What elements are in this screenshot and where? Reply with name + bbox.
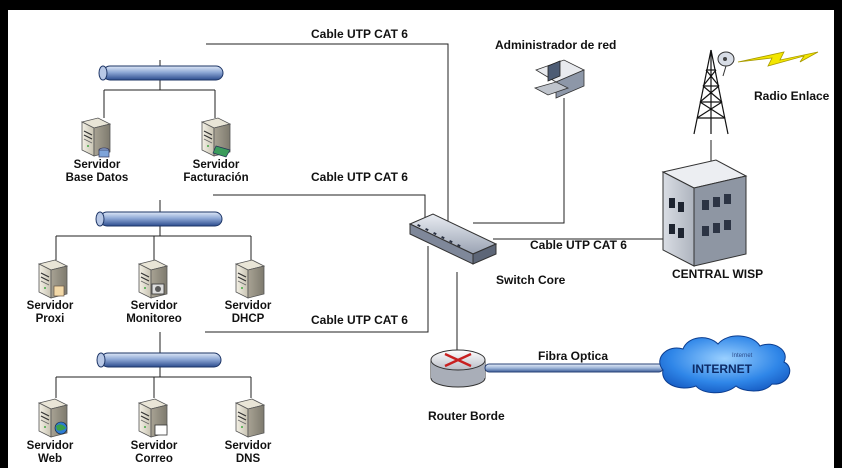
cable-label-bottom: Cable UTP CAT 6 bbox=[311, 313, 408, 327]
server-base-datos-icon bbox=[81, 117, 111, 158]
connection-lines bbox=[205, 43, 712, 350]
central-wisp-building-icon bbox=[661, 159, 748, 267]
server-dns-icon bbox=[235, 398, 265, 438]
server-dns-label: Servidor DNS bbox=[224, 440, 272, 465]
radio-tower-icon bbox=[693, 49, 729, 135]
switch-core-label: Switch Core bbox=[496, 273, 566, 287]
server-monitoreo-icon bbox=[138, 259, 168, 299]
pipe-bottom bbox=[55, 332, 252, 398]
server-facturacion-label: Servidor Facturación bbox=[183, 159, 249, 184]
fiber-label: Fibra Optica bbox=[538, 349, 609, 363]
cable-label-middle: Cable UTP CAT 6 bbox=[311, 170, 408, 184]
router-borde-icon bbox=[430, 349, 486, 388]
server-monitoreo-label: Servidor Monitoreo bbox=[126, 300, 182, 325]
server-correo-icon bbox=[138, 398, 168, 438]
admin-label: Administrador de red bbox=[495, 38, 617, 52]
router-borde-label: Router Borde bbox=[428, 409, 505, 423]
server-web-label: Servidor Web bbox=[26, 440, 74, 465]
server-correo-label: Servidor Correo bbox=[130, 440, 178, 465]
internet-small-label: Internet bbox=[732, 353, 753, 359]
internet-cloud-icon bbox=[659, 335, 791, 394]
cable-label-wisp: Cable UTP CAT 6 bbox=[530, 238, 627, 252]
server-facturacion-icon bbox=[201, 117, 231, 158]
server-dhcp-icon bbox=[235, 259, 265, 299]
internet-label: INTERNET bbox=[692, 362, 752, 376]
radio-label: Radio Enlace bbox=[754, 89, 830, 103]
pipe-top bbox=[98, 60, 224, 118]
radio-dish-icon bbox=[717, 51, 735, 77]
server-dhcp-label: Servidor DHCP bbox=[224, 300, 272, 325]
lightning-icon bbox=[737, 51, 819, 67]
admin-computer-icon bbox=[533, 59, 585, 99]
central-wisp-label: CENTRAL WISP bbox=[672, 267, 764, 281]
network-diagram: Cable UTP CAT 6 Cable UTP CAT 6 Cable UT… bbox=[8, 10, 834, 468]
server-web-icon bbox=[38, 398, 68, 438]
switch-core-icon bbox=[408, 213, 498, 265]
diagram-graphics bbox=[38, 43, 819, 438]
server-proxi-icon bbox=[38, 259, 68, 299]
server-proxi-label: Servidor Proxi bbox=[26, 300, 74, 325]
fiber-cable bbox=[484, 363, 664, 373]
server-base-datos-label: Servidor Base Datos bbox=[65, 159, 129, 184]
cable-label-top: Cable UTP CAT 6 bbox=[311, 27, 408, 41]
pipe-middle bbox=[55, 200, 252, 260]
